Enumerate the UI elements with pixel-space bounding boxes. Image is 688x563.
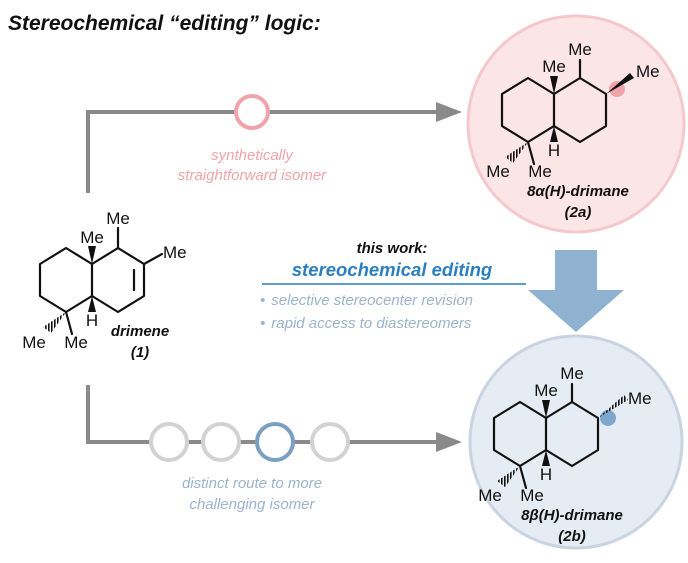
top-route-text-line1: synthetically [211,147,294,164]
stereochemical-editing-label: stereochemical editing [292,259,492,280]
drimene-h: H [86,311,98,330]
product-a-me-top: Me [568,40,592,59]
editing-arrow [528,250,624,332]
product-a-h: H [548,141,560,160]
bottom-route-step-circle-4 [310,422,350,462]
bottom-route-text-line1: distinct route to more [182,475,322,492]
product-a-number: (2a) [565,204,592,221]
scheme-title: Stereochemical “editing” logic: [8,12,321,35]
product-a-name: 8α(H)-drimane [527,183,629,200]
product-a-me-gem1: Me [486,162,510,181]
bottom-route-step-circle-3-highlighted [255,422,295,462]
top-route-text-line2: straightforward isomer [178,167,327,184]
product-b-number: (2b) [558,528,586,545]
top-route-arrowhead [436,102,462,122]
product-a-structure: Me Me Me H Me Me 8α(H)-drimane (2a) [486,40,659,221]
drimene-number: (1) [131,344,149,361]
top-route-step-circle [234,94,270,130]
bullet-1: •selective stereocenter revision [260,292,473,309]
drimene-me-gem1: Me [22,333,46,352]
center-block: this work: stereochemical editing •selec… [260,240,526,332]
top-route: synthetically straightforward isomer [86,94,462,193]
product-b-me-gem1: Me [478,486,502,505]
bottom-route-text-line2: challenging isomer [189,496,315,513]
product-a-me-gem2: Me [528,162,552,181]
product-b-circle [468,334,684,550]
bottom-route: distinct route to more challenging isome… [86,385,462,513]
drimene-me-angular: Me [80,228,104,247]
drimene-structure: Me Me Me H Me Me drimene (1) [22,209,186,361]
drimene-me-vinyl: Me [163,243,187,262]
product-b-me-top: Me [560,364,584,383]
product-a-me-c8: Me [636,62,660,81]
product-a-me-angular: Me [542,57,566,76]
bottom-route-arrowhead [436,432,462,452]
product-b-me-gem2: Me [520,486,544,505]
product-b-name: 8β(H)-drimane [521,507,623,524]
product-b-me-angular: Me [534,381,558,400]
top-route-line [86,110,442,193]
bottom-route-step-circle-1 [149,422,189,462]
product-a-circle [466,14,686,234]
drimene-name: drimene [111,323,169,340]
bottom-route-step-circle-2 [201,422,241,462]
drimene-me-top: Me [106,209,130,228]
this-work-label: this work: [357,240,428,257]
product-b-structure: Me Me Me H Me Me 8β(H)-drimane (2b) [478,364,651,545]
product-b-me-c8: Me [628,389,652,408]
bullet-2: •rapid access to diastereomers [260,315,472,332]
drimene-me-gem2: Me [64,333,88,352]
product-b-h: H [540,465,552,484]
product-b-stereocenter-highlight [600,410,616,426]
